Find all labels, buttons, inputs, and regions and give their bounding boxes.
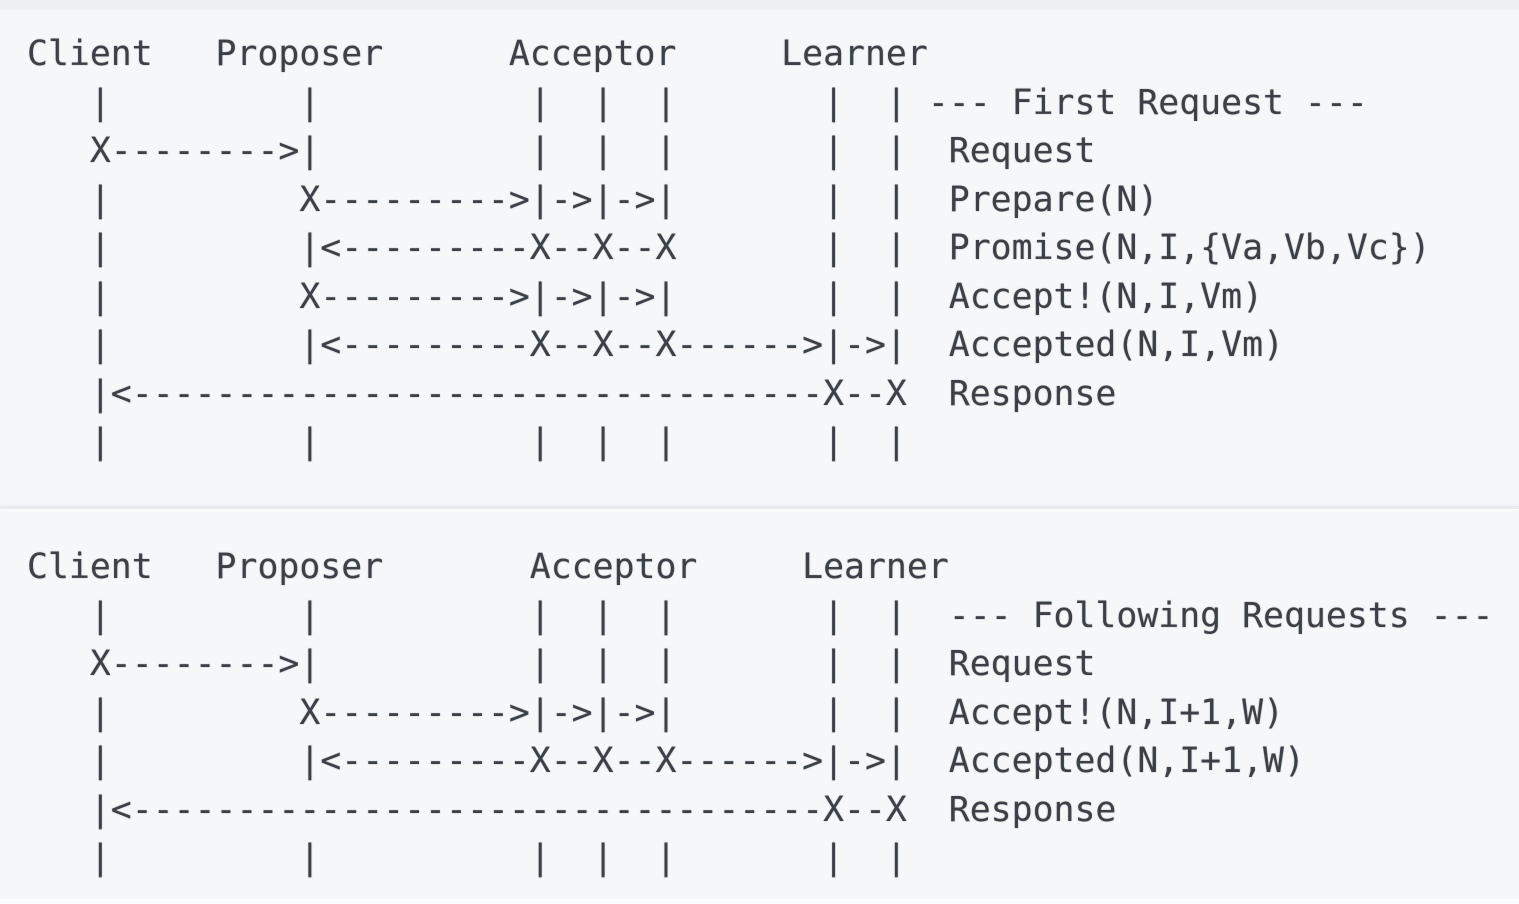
bottom-edge-strip bbox=[0, 899, 1519, 904]
section-divider bbox=[0, 506, 1519, 509]
paxos-sequence-diagram-first-request: Client Proposer Acceptor Learner | | | |… bbox=[27, 34, 1431, 462]
paxos-sequence-diagram-following-requests: Client Proposer Acceptor Learner | | | |… bbox=[27, 547, 1494, 878]
top-edge-strip bbox=[0, 0, 1519, 10]
